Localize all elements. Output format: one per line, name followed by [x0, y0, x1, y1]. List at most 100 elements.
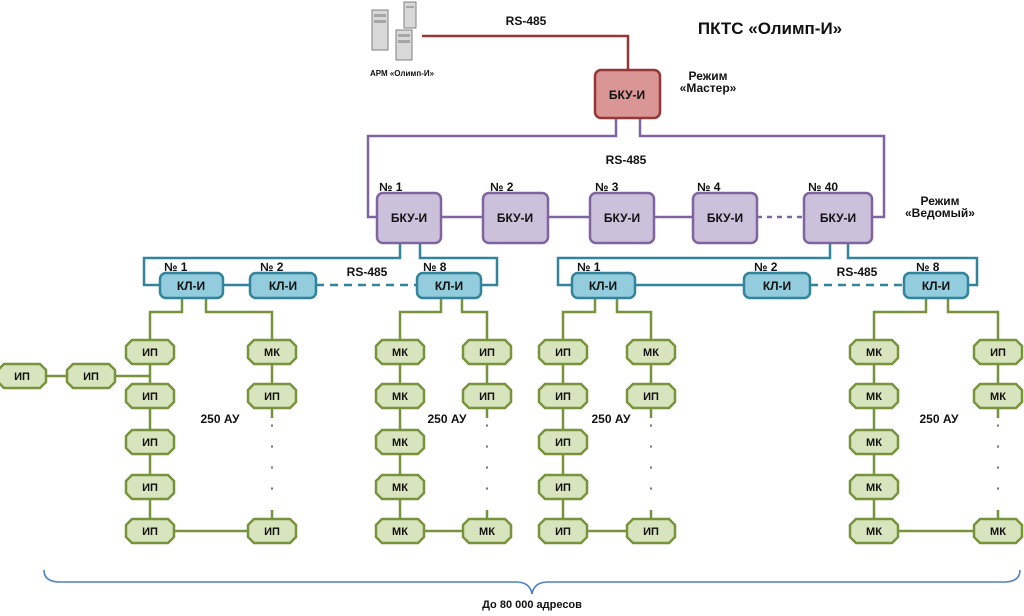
loop-device: МК — [374, 473, 426, 501]
kl-number: № 2 — [260, 260, 284, 274]
diagram-title: ПКТС «Олимп-И» — [698, 19, 842, 38]
svg-text:МК: МК — [866, 526, 882, 538]
loop-device: МК — [848, 428, 900, 456]
svg-text:ИП: ИП — [142, 347, 158, 359]
kl-number: № 1 — [577, 260, 601, 274]
loop-device: ИП — [124, 428, 176, 456]
svg-text:ИП: ИП — [555, 391, 571, 403]
loop-device: МК — [848, 338, 900, 366]
server-icon — [371, 1, 417, 61]
svg-text:КЛ-И: КЛ-И — [435, 279, 463, 293]
bku-node: БКУ-И — [375, 191, 443, 245]
svg-text:ИП: ИП — [142, 526, 158, 538]
svg-text:МК: МК — [643, 347, 659, 359]
svg-text:КЛ-И: КЛ-И — [763, 279, 791, 293]
svg-text:МК: МК — [866, 347, 882, 359]
address-range-brace — [43, 569, 1021, 595]
link-arm-master — [422, 34, 630, 70]
svg-text:БКУ-И: БКУ-И — [391, 211, 427, 225]
loop-device: ИП — [246, 382, 298, 410]
slave-mode-value: «Ведомый» — [905, 206, 975, 220]
master-mode-label: Режим — [689, 69, 728, 83]
svg-text:КЛ-И: КЛ-И — [269, 279, 297, 293]
svg-text:МК: МК — [392, 437, 408, 449]
loop-device: ИП — [124, 473, 176, 501]
slave-mode-label: Режим — [921, 194, 960, 208]
bku-node: БКУ-И — [802, 191, 874, 245]
master-bku-node: БКУ-И — [593, 68, 662, 120]
loop-device: ИП — [537, 517, 589, 545]
svg-text:МК: МК — [866, 437, 882, 449]
svg-text:МК: МК — [392, 347, 408, 359]
kl-number: № 8 — [916, 260, 940, 274]
svg-text:МК: МК — [866, 482, 882, 494]
loop-device: МК — [848, 517, 900, 545]
kl-node: КЛ-И — [158, 271, 225, 300]
loop-device: ИП — [124, 517, 176, 545]
loop-device: МК — [848, 382, 900, 410]
loop-device: МК — [374, 338, 426, 366]
svg-text:ИП: ИП — [479, 347, 495, 359]
svg-text:МК: МК — [479, 526, 495, 538]
kl-bus-lines — [142, 243, 979, 287]
svg-text:ИП: ИП — [142, 482, 158, 494]
au-count-label: 250 АУ — [427, 412, 467, 426]
top-link-label: RS-485 — [506, 14, 547, 28]
loop-device: ИП — [461, 338, 513, 366]
loop-device: МК — [625, 338, 677, 366]
loop-lines — [45, 298, 1000, 533]
loop-device: ИП — [246, 517, 298, 545]
svg-text:МК: МК — [866, 391, 882, 403]
master-mode-value: «Мастер» — [680, 81, 737, 95]
svg-text:МК: МК — [990, 526, 1006, 538]
bku-number: № 40 — [808, 180, 838, 194]
svg-text:МК: МК — [392, 391, 408, 403]
kl-node: КЛ-И — [248, 271, 318, 300]
branch-device: ИП — [0, 362, 48, 390]
kl-number: № 2 — [754, 260, 778, 274]
loop-device: ИП — [625, 382, 677, 410]
loop-device: ИП — [124, 338, 176, 366]
svg-text:ИП: ИП — [142, 391, 158, 403]
svg-text:ИП: ИП — [555, 347, 571, 359]
svg-text:ИП: ИП — [142, 437, 158, 449]
bku-node: БКУ-И — [588, 191, 656, 245]
svg-text:МК: МК — [264, 347, 280, 359]
svg-text:БКУ-И: БКУ-И — [497, 211, 533, 225]
svg-text:ИП: ИП — [14, 371, 30, 383]
loop-device: МК — [374, 428, 426, 456]
kl-number: № 8 — [423, 260, 447, 274]
svg-text:ИП: ИП — [555, 526, 571, 538]
address-range-label: До 80 000 адресов — [482, 599, 582, 611]
loop-device: МК — [972, 517, 1024, 545]
ring-link-label: RS-485 — [606, 153, 647, 167]
au-count-label: 250 АУ — [919, 412, 959, 426]
arm-label: АРМ «Олимп-И» — [370, 69, 435, 78]
kl-number: № 1 — [164, 260, 188, 274]
loop-device: ИП — [625, 517, 677, 545]
loop-device: ИП — [461, 382, 513, 410]
kl-node: КЛ-И — [742, 271, 812, 300]
svg-text:ИП: ИП — [264, 391, 280, 403]
bku-node: БКУ-И — [481, 191, 550, 245]
bku-number: № 3 — [595, 180, 619, 194]
loop-device: ИП — [537, 338, 589, 366]
svg-text:КЛ-И: КЛ-И — [589, 279, 617, 293]
svg-text:ИП: ИП — [83, 371, 99, 383]
svg-text:ИП: ИП — [479, 391, 495, 403]
svg-text:ИП: ИП — [264, 526, 280, 538]
svg-text:БКУ-И: БКУ-И — [609, 88, 645, 102]
loop-device: МК — [246, 338, 298, 366]
svg-text:КЛ-И: КЛ-И — [922, 279, 950, 293]
svg-text:МК: МК — [392, 482, 408, 494]
au-count-label: 250 АУ — [591, 412, 631, 426]
bku-number: № 4 — [697, 180, 721, 194]
kl-node: КЛ-И — [570, 271, 637, 300]
svg-text:БКУ-И: БКУ-И — [820, 211, 856, 225]
svg-text:БКУ-И: БКУ-И — [707, 211, 743, 225]
branch-device: ИП — [65, 362, 117, 390]
loop-device: МК — [461, 517, 513, 545]
loop-device: МК — [374, 382, 426, 410]
loop-device: ИП — [537, 382, 589, 410]
